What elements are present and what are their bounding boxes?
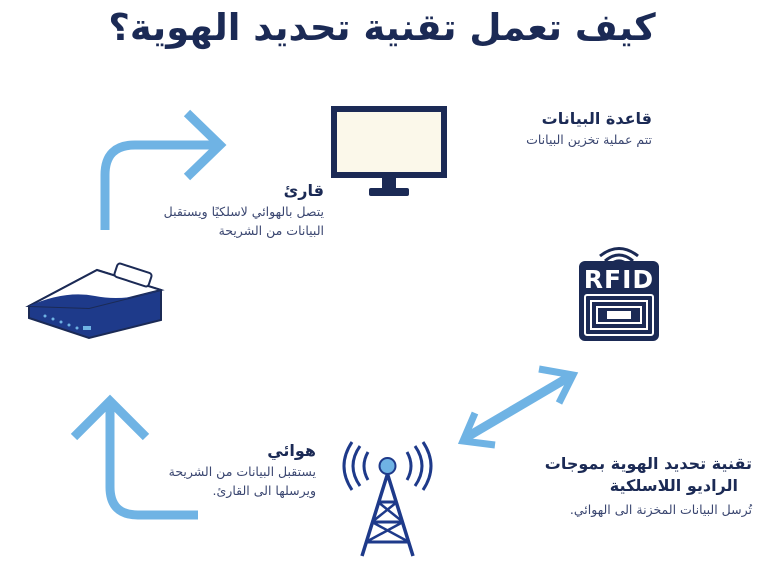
rfid-heading-line2: الراديو اللاسلكية (609, 475, 738, 495)
rfid-description: تُرسل البيانات المخزنة الى الهوائي. (569, 502, 752, 518)
reader-block: قارئ يتصل بالهوائي لاسلكيًا ويستقبل البي… (164, 180, 324, 240)
reader-description-line1: يتصل بالهوائي لاسلكيًا ويستقبل (163, 203, 324, 219)
database-block: قاعدة البيانات تتم عملية تخزين البيانات (526, 108, 652, 149)
database-heading: قاعدة البيانات (541, 109, 652, 128)
rfid-tag-icon (579, 247, 659, 341)
antenna-description-line2: ويرسلها الى القارئ. (212, 482, 316, 498)
page-title: كيف تعمل تقنية تحديد الهوية؟ (108, 6, 656, 49)
rfid-label: RFID (583, 265, 655, 294)
double-headed-arrow (457, 365, 579, 449)
reader-heading: قارئ (283, 181, 324, 200)
reader-description-line2: البيانات من الشريحة (218, 222, 324, 238)
rfid-heading-line1: تقنية تحديد الهوية بموجات (544, 454, 752, 473)
curved-arrow-up (70, 394, 198, 520)
curved-arrow-up-right (100, 109, 227, 230)
antenna-description-line1: يستقبل البيانات من الشريحة (168, 463, 316, 479)
rfid-tag: RFID (577, 243, 661, 343)
rfid-block: تقنية تحديد الهوية بموجات الراديو اللاسل… (545, 453, 752, 520)
router-reader-icon (25, 262, 165, 340)
antenna-tower-icon (342, 441, 433, 557)
antenna-block: هوائي يستقبل البيانات من الشريحة ويرسلها… (169, 440, 316, 500)
antenna-heading: هوائي (267, 441, 316, 460)
monitor-icon (331, 106, 447, 196)
database-description: تتم عملية تخزين البيانات (526, 131, 652, 147)
